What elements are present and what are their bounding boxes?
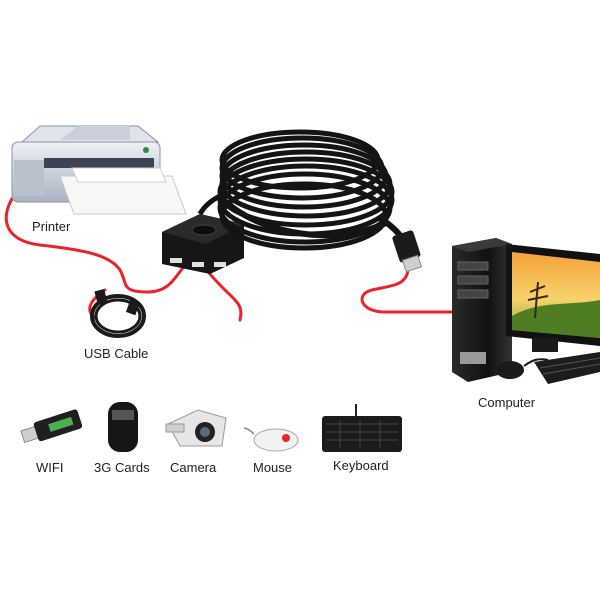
- wifi-dongle-icon: [20, 409, 83, 444]
- mouse-label: Mouse: [253, 460, 293, 475]
- usb-plug-icon: [392, 230, 423, 273]
- mouse-icon: [496, 358, 549, 379]
- wifi-label: WIFI: [36, 460, 64, 475]
- 3g-cards-label: 3G Cards: [94, 460, 150, 475]
- cable-printer-to-hub: [4, 186, 185, 294]
- printer-icon: [11, 125, 187, 215]
- small-keyboard-icon: [322, 404, 402, 452]
- cable-hub-to-usb: [203, 266, 243, 322]
- 3g-card-icon: [108, 402, 138, 452]
- monitor-icon: [506, 244, 600, 352]
- usb-cable-label: USB Cable: [84, 346, 149, 361]
- camera-label: Camera: [170, 460, 217, 475]
- printer-label: Printer: [32, 219, 71, 234]
- coiled-usb-cable-icon: [90, 288, 146, 338]
- camera-icon: [165, 409, 227, 447]
- coiled-cable-icon: [217, 129, 405, 251]
- computer-label: Computer: [478, 395, 536, 410]
- cable-plug-to-computer: [360, 261, 454, 314]
- keyboard-label: Keyboard: [333, 458, 389, 473]
- small-mouse-icon: [243, 427, 299, 452]
- keyboard-icon: [534, 352, 600, 384]
- computer-tower-icon: [452, 238, 512, 382]
